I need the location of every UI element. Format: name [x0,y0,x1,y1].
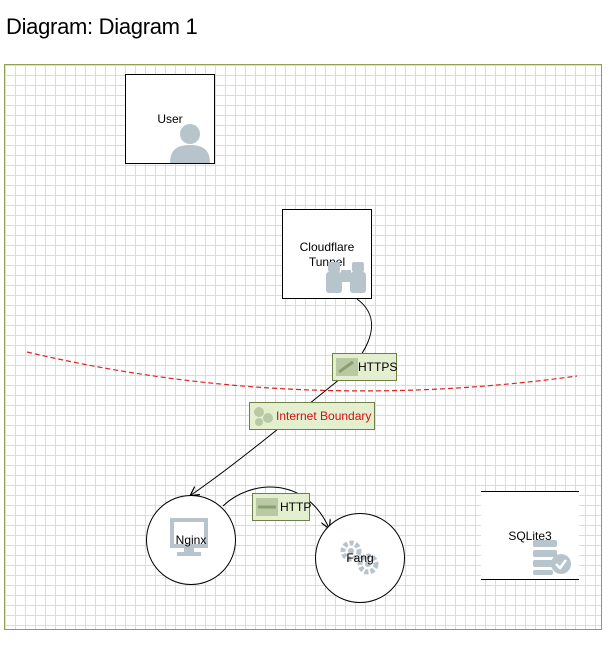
user-icon [170,124,210,163]
page-title: Diagram: Diagram 1 [6,14,198,39]
connectors-layer [26,298,578,630]
fang-node[interactable]: Fang [315,513,405,603]
http-flow-text: HTTP [280,500,312,514]
gears-icon [340,540,379,575]
https-flow-line[interactable] [191,298,373,495]
internet-boundary-line[interactable] [26,351,578,392]
https-flow-text: HTTPS [358,360,398,374]
fang-label: Fang [346,551,374,565]
sqlite3-datastore-node[interactable]: SQLite3 [481,491,579,580]
internet-boundary-label[interactable]: Internet Boundary [249,402,375,430]
internet-boundary-text: Internet Boundary [276,409,372,423]
nginx-label: Nginx [175,533,207,547]
user-node[interactable]: User [125,74,215,164]
http-flow-line[interactable] [222,486,329,528]
boundary-icon [254,407,273,426]
cloudflare-tunnel-node[interactable]: Cloudflare Tunnel [282,209,372,299]
sqlite3-label: SQLite3 [508,529,552,543]
database-check-icon [533,540,571,575]
nginx-node[interactable]: Nginx [146,495,236,585]
flow-icon [336,358,358,376]
http-flow-label[interactable]: HTTP [252,493,312,521]
flow-icon [256,498,278,516]
https-flow-label[interactable]: HTTPS [332,353,397,381]
diagram-canvas[interactable]: User Cloudflare Tunnel Nginx [4,64,602,630]
monitor-icon [170,518,208,556]
binoculars-icon [326,262,366,293]
user-label: User [157,112,183,126]
